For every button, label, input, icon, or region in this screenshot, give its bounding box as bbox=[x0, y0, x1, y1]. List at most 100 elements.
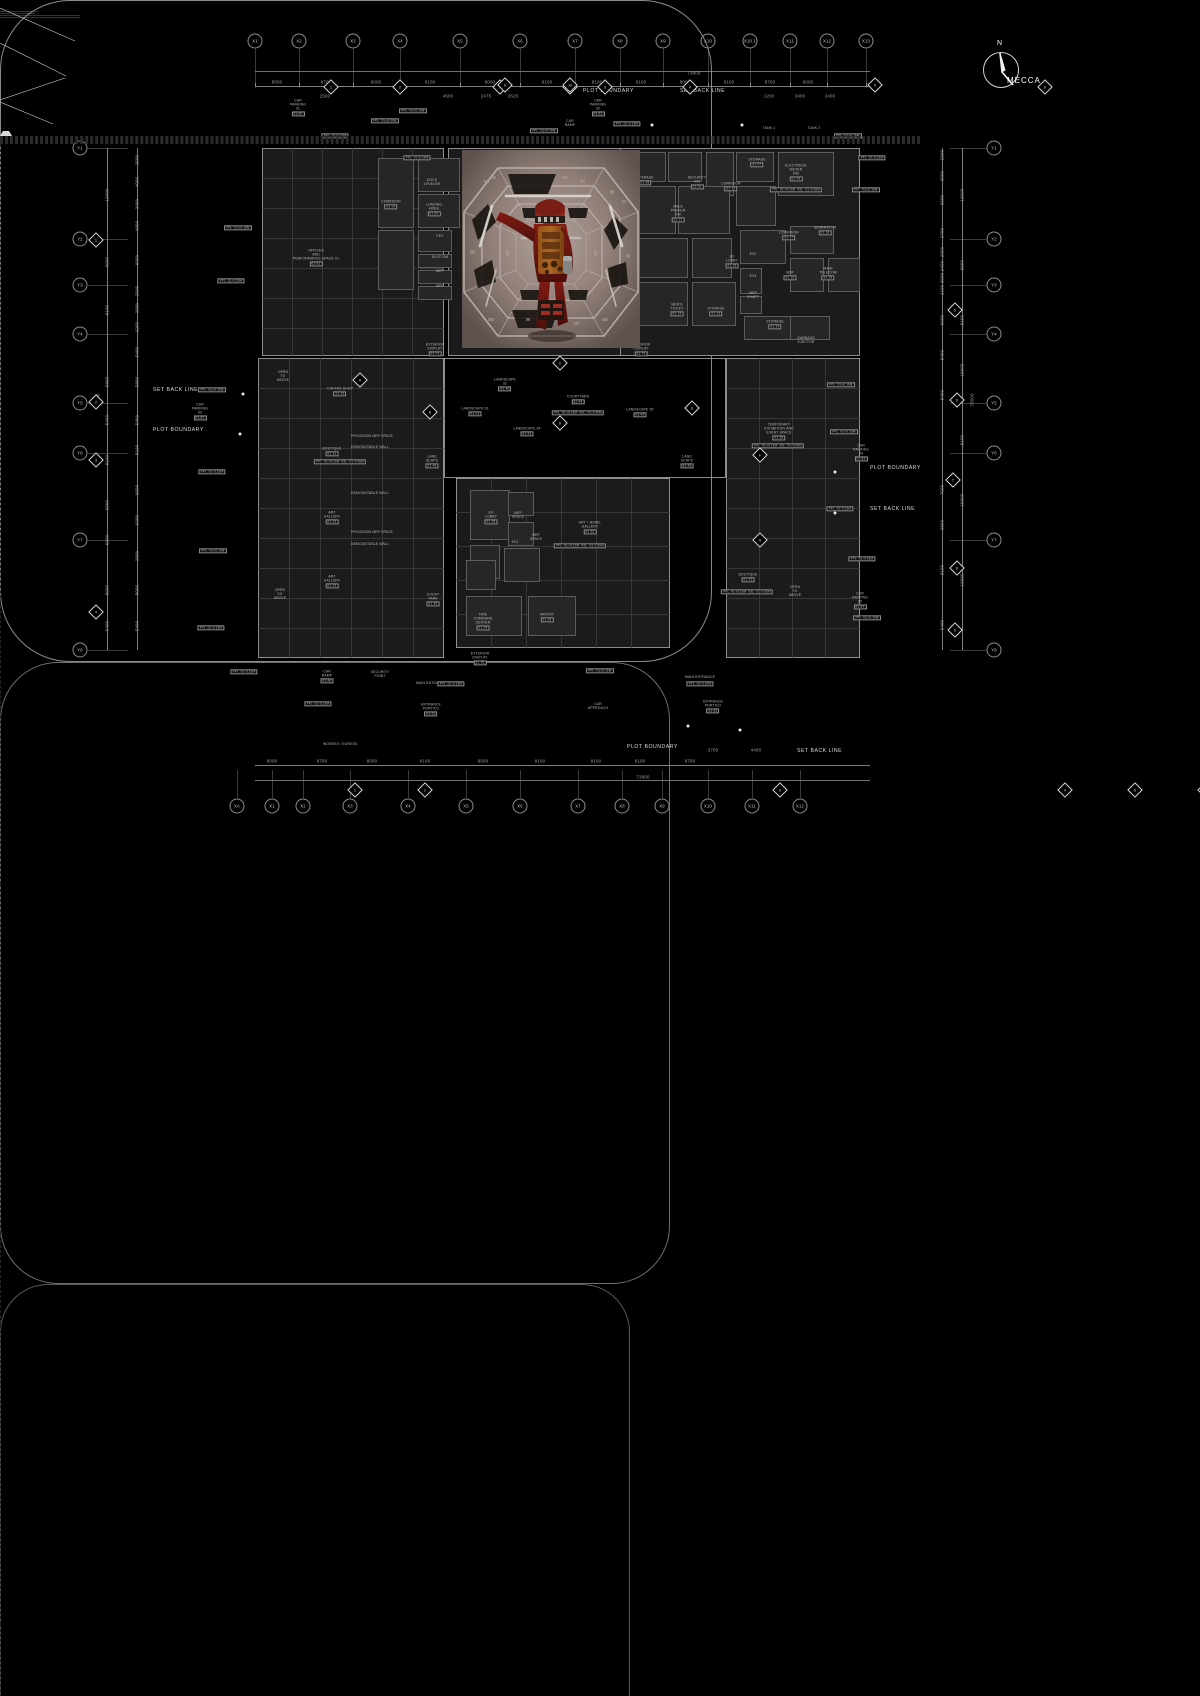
section-marker[interactable]: 6 bbox=[949, 392, 965, 408]
section-marker[interactable]: 2 bbox=[392, 79, 408, 95]
grid-bubble-Y5[interactable]: Y5 bbox=[72, 395, 88, 411]
partition-grid-h bbox=[262, 178, 444, 179]
dimension-sub-top: 3400 bbox=[794, 93, 806, 99]
dimension-value-bottom: 8100 bbox=[534, 758, 546, 764]
grid-axis-vertical-bottom bbox=[622, 770, 623, 800]
grid-bubble-X5[interactable]: X5 bbox=[452, 33, 468, 49]
level-tag: FFL GL+0.15M bbox=[399, 108, 427, 114]
grid-bubble-Y4[interactable]: Y4 bbox=[72, 326, 88, 342]
room-name: TANK 2 bbox=[807, 126, 821, 131]
section-marker[interactable]: 3 bbox=[772, 782, 788, 798]
section-marker[interactable]: 9 bbox=[947, 622, 963, 638]
section-marker[interactable]: 5 bbox=[867, 77, 883, 93]
grid-bubble-Y2[interactable]: Y2 bbox=[72, 231, 88, 247]
courtyard-zone bbox=[444, 358, 726, 478]
section-marker[interactable]: 1 bbox=[88, 232, 104, 248]
section-marker[interactable]: 8 bbox=[949, 560, 965, 576]
section-marker[interactable]: D bbox=[552, 415, 568, 431]
west-service-cell bbox=[418, 270, 452, 284]
setback-label-top-dot bbox=[740, 123, 744, 127]
grid-axis-vertical bbox=[255, 48, 256, 88]
grid-bubble-Y2[interactable]: Y2 bbox=[986, 231, 1002, 247]
grid-axis-vertical-bottom bbox=[303, 770, 304, 800]
level-tag: FFL GL+0.15M bbox=[830, 429, 858, 435]
section-marker[interactable]: 1 bbox=[323, 79, 339, 95]
grid-bubble-X3[interactable]: X3 bbox=[345, 33, 361, 49]
section-marker[interactable]: B bbox=[422, 404, 438, 420]
section-marker[interactable]: 2 bbox=[88, 394, 104, 410]
dim-line-left-outer bbox=[137, 148, 138, 650]
room-tag: 01.35 bbox=[540, 617, 554, 623]
grid-axis-vertical bbox=[827, 48, 828, 88]
partition-grid-h-se bbox=[726, 478, 860, 479]
room-tag: 01.07 bbox=[750, 162, 764, 168]
reference-axis-v bbox=[0, 884, 1, 1624]
room-name: FEV bbox=[436, 234, 444, 239]
dimension-value-top: 8100 bbox=[541, 79, 553, 85]
level-tag: FFL GL+0.15M bbox=[852, 187, 880, 193]
grid-bubble-Y5[interactable]: Y5 bbox=[986, 395, 1002, 411]
plot-boundary-label-bot-leader bbox=[0, 77, 67, 102]
section-marker[interactable]: 5 bbox=[1127, 782, 1143, 798]
room-label: EV3 bbox=[750, 274, 757, 279]
dimension-value-bottom: 8100 bbox=[590, 758, 602, 764]
room-tag: 01.17 bbox=[782, 235, 796, 241]
section-marker[interactable]: 3 bbox=[88, 452, 104, 468]
section-marker[interactable]: F bbox=[752, 447, 768, 463]
section-marker[interactable]: 1 bbox=[347, 782, 363, 798]
section-marker[interactable]: 7 bbox=[945, 472, 961, 488]
room-tag: 01.06 bbox=[789, 176, 803, 182]
section-marker[interactable]: E bbox=[684, 400, 700, 416]
grid-bubble-Y3[interactable]: Y3 bbox=[72, 277, 88, 293]
section-marker[interactable]: 5 bbox=[947, 302, 963, 318]
service-room-cell bbox=[828, 258, 860, 292]
provision-mep-note: PROVISION MEP SPACE bbox=[350, 434, 394, 439]
section-marker[interactable]: 6 bbox=[1037, 79, 1053, 95]
room-tag: 01.40 bbox=[498, 386, 512, 392]
section-marker[interactable]: C bbox=[552, 355, 568, 371]
section-marker[interactable]: 4 bbox=[88, 604, 104, 620]
grid-axis-horizontal bbox=[88, 239, 128, 240]
section-marker[interactable]: 2 bbox=[417, 782, 433, 798]
grid-bubble-X11[interactable]: X11 bbox=[782, 33, 798, 49]
room-name: GENERATOR bbox=[813, 225, 837, 230]
section-marker[interactable]: G bbox=[752, 532, 768, 548]
grid-axis-horizontal-r bbox=[950, 650, 988, 651]
room-tag: 01.05 bbox=[427, 211, 441, 217]
grid-bubble-X3[interactable]: X3 bbox=[342, 798, 358, 814]
level-tag: FFL GL-0.15M bbox=[437, 681, 465, 687]
room-tag: 01.33 bbox=[484, 519, 498, 525]
grid-bubble-Y8[interactable]: Y8 bbox=[72, 642, 88, 658]
grid-axis-vertical bbox=[460, 48, 461, 88]
section-marker[interactable]: A bbox=[352, 372, 368, 388]
grid-bubble-X6[interactable]: X6 bbox=[512, 798, 528, 814]
grid-bubble-X1[interactable]: X1 bbox=[247, 33, 263, 49]
setback-label-bot-leader bbox=[0, 101, 55, 126]
section-marker[interactable]: 4 bbox=[1057, 782, 1073, 798]
grid-axis-vertical-bottom bbox=[272, 770, 273, 800]
dimension-value-top: 8000 bbox=[484, 79, 496, 85]
grid-bubble-Y7[interactable]: Y7 bbox=[72, 532, 88, 548]
grid-bubble-Y6[interactable]: Y6 bbox=[72, 445, 88, 461]
